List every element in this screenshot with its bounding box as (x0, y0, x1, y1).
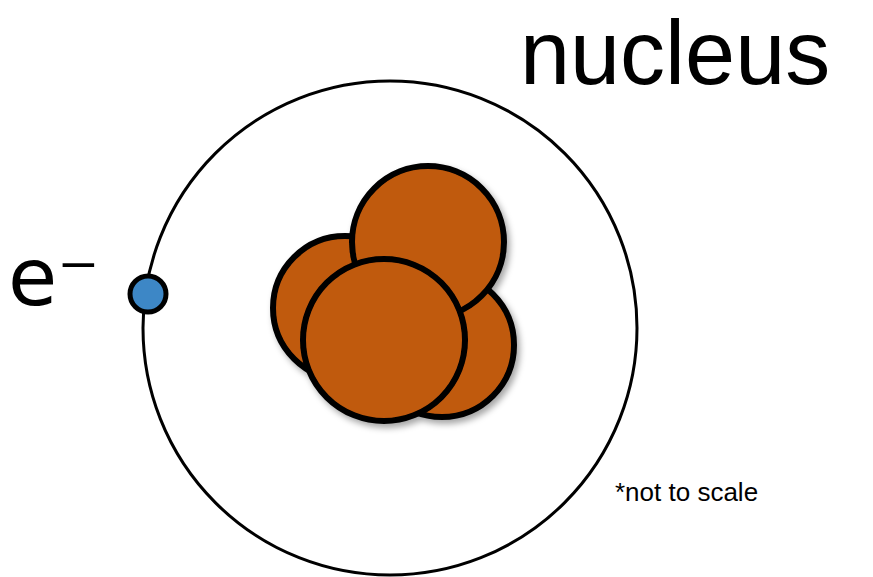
scale-note: *not to scale (615, 479, 758, 505)
nucleon (303, 259, 465, 421)
orbit-circle (143, 81, 637, 575)
nucleus-cluster (273, 166, 514, 421)
electron (130, 276, 166, 312)
nucleus-label: nucleus (520, 8, 830, 98)
electron-label: e⁻ (8, 238, 99, 318)
